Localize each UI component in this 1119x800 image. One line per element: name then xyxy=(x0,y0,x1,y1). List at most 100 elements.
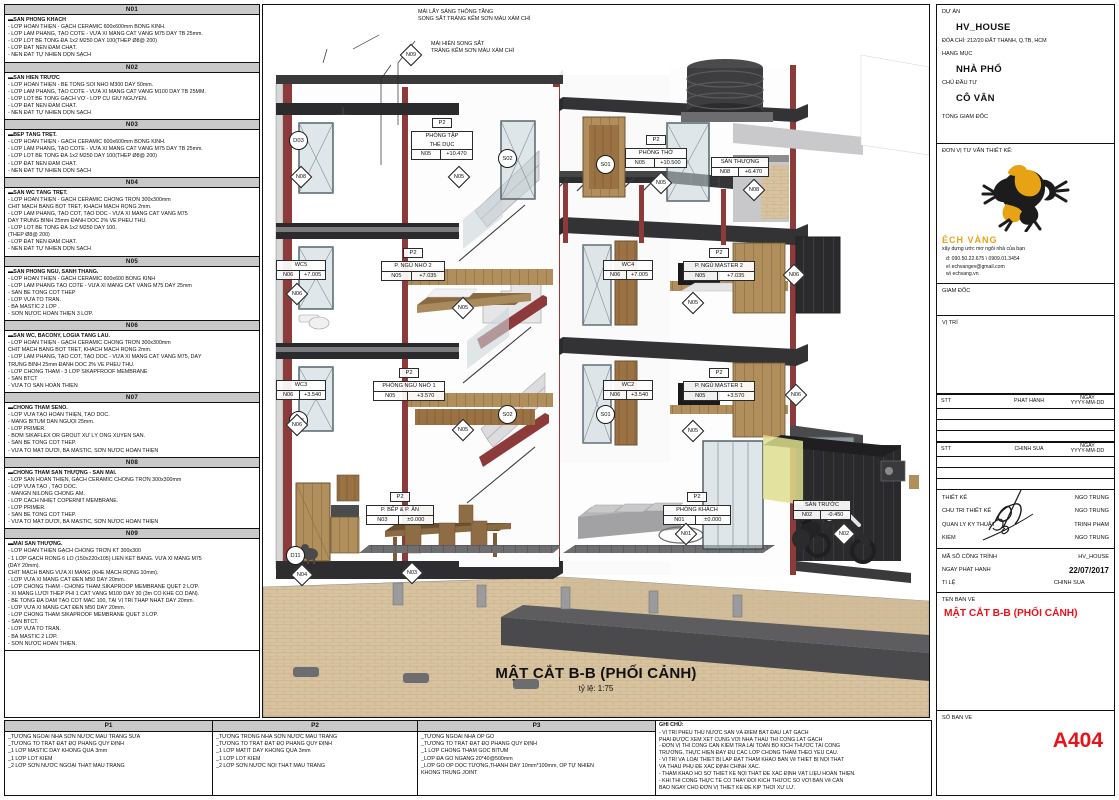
spec-line: ▬CHỐNG THẤM SENO. xyxy=(8,404,68,411)
issue-cell[interactable] xyxy=(997,418,1061,431)
spec-callout-label: N02 xyxy=(838,531,850,537)
issue-cell[interactable] xyxy=(997,429,1061,442)
revision-cell[interactable] xyxy=(937,477,998,490)
sheet-name-label: TEN BAN VE xyxy=(942,596,976,603)
project-address: ĐỎA CHỈ: 212/20 ĐẤT THANH, Q.TB, HCM xyxy=(942,38,1047,44)
owner-label: CHỦ ĐẦU TƯ xyxy=(942,80,978,86)
drawing-scale: tỷ lệ: 1:75 xyxy=(578,684,614,693)
general-note-line: PHẢI ĐƯỢC XEM XÉT CÙNG VỚI NHÀ THẦU THI … xyxy=(659,736,823,743)
revision-row[interactable] xyxy=(937,455,1114,468)
spec-line: - SƠN NƯỚC HOÀN THIỆN. xyxy=(8,640,77,647)
paint-note-body: _TƯỜNG NGOÀI NHÀ SƠN NƯỚC MÀU TRẮNG SỪA_… xyxy=(5,732,212,772)
spec-code-label: N02 xyxy=(5,62,259,73)
spec-line: ▬SÀN WC, BACONY, LOGIA TẦNG LẦU. xyxy=(8,333,110,340)
company-name: ÉCH VÀNG xyxy=(942,235,998,245)
revision-cell[interactable] xyxy=(1060,466,1114,479)
spec-line: TRUNG BÌNH 25mm ĐÁNH DỐC 2% VỀ PHỄU THU. xyxy=(8,361,135,368)
room-name-label: WC2 xyxy=(603,380,653,390)
consultant-section: ĐƠN VỊ TƯ VẤN THIẾT KẾ: xyxy=(937,144,1114,284)
spec-line: - NỀN ĐẤT TỰ NHIÊN DỌN SẠCH xyxy=(8,246,91,253)
revision-row[interactable] xyxy=(937,466,1114,479)
room-spec-code: N05 xyxy=(382,271,412,280)
revision-cell[interactable] xyxy=(1060,455,1114,468)
paint-note-code: P2 xyxy=(213,721,417,732)
consultant-label: ĐƠN VỊ TƯ VẤN THIẾT KẾ: xyxy=(942,148,1013,154)
issue-cell[interactable] xyxy=(937,418,998,431)
general-notes-body: GHI CHÚ:- VI TRÍ PHỄU THU NƯỚC SÀN VÀ ĐI… xyxy=(656,721,931,794)
revision-cell[interactable] xyxy=(997,477,1061,490)
spec-body: ▬SÀN HIÊN TRƯỚC- LỚP HOÀN THIỆN - BÊ TÔN… xyxy=(5,73,259,120)
director-section: GIAM ĐỐC xyxy=(937,284,1114,316)
spec-line: - LỚP PRIMER. xyxy=(8,505,46,512)
revision-cell[interactable] xyxy=(1060,477,1114,490)
meta-value: 22/07/2017 xyxy=(1068,565,1109,575)
spec-line: ▬SÀN PHÒNG NGỦ, SẢNH THANG. xyxy=(8,268,99,275)
paint-code-tag: P2 xyxy=(646,135,666,145)
category-value: NHÀ PHỐ xyxy=(956,64,1002,75)
spec-code-label: N01 xyxy=(5,5,259,15)
revision-cell[interactable] xyxy=(997,466,1061,479)
issue-cell[interactable] xyxy=(1060,418,1114,431)
spec-line: - LỚP HOÀN THIỆN - GẠCH CERAMIC 600x600 … xyxy=(8,275,156,282)
room-spec-code: N05 xyxy=(412,150,441,159)
owner-value: CÔ VÂN xyxy=(956,93,995,104)
room-level-row: N08+6.470 xyxy=(711,166,769,177)
revision-cell[interactable] xyxy=(937,466,998,479)
meta-key: MÃ SỐ CÔNG TRÌNH xyxy=(942,553,997,560)
general-note-line: BÁO NGAY CHO ĐƠN VỊ THIẾT KẾ ĐỂ KỊP THỜI… xyxy=(659,784,795,791)
general-note-line: - VI TRÍ PHỄU THU NƯỚC SÀN VÀ ĐIỂM BẮT Đ… xyxy=(659,729,809,736)
issue-cell[interactable] xyxy=(997,407,1061,420)
spec-line: - SÀN BTCT. xyxy=(8,619,39,626)
issue-col-title: PHAT HANH xyxy=(997,393,1061,409)
category-label: HẠNG MỤC xyxy=(942,51,973,57)
contact-phone: đ: 090.50.22.675 \ 0909.01.3454 xyxy=(946,256,1020,262)
spec-callout-label: N03 xyxy=(406,570,418,576)
spec-line: DÀY TRUNG BÌNH 25mm ĐÁNH DỐC 2% VỀ PHỄU … xyxy=(8,218,147,225)
detail-bubble-s01: S01 xyxy=(596,155,615,174)
section-drawing-area[interactable]: MẬT CẮT B-B (PHỐI CẢNH) tỷ lệ: 1:75 MÁI … xyxy=(262,4,930,718)
issue-row[interactable] xyxy=(937,418,1114,431)
issue-row[interactable] xyxy=(937,429,1114,442)
spec-block-n07: N07▬CHỐNG THẤM SENO.- LỚP VỪA TẠO HOÀN T… xyxy=(5,392,259,458)
issue-row[interactable] xyxy=(937,407,1114,420)
detail-bubble-d03: D03 xyxy=(289,131,308,150)
sheet-number-value: A404 xyxy=(1052,728,1103,752)
room-elevation: +6.470 xyxy=(744,168,763,175)
paint-note-line: _TƯỜNG NGOÀI NHÀ ỐP GỖ xyxy=(421,734,495,740)
issue-cell[interactable] xyxy=(937,407,998,420)
issue-date-format: YYYY-MM-DD xyxy=(1070,400,1105,407)
sheet-name-section: TEN BAN VE MẬT CẮT B-B (PHỐI CẢNH) xyxy=(937,593,1114,711)
contact-email: e\ echvangev@gmail.com xyxy=(946,263,1005,270)
paint-note-p2: P2_TƯỜNG TRONG NHÀ SƠN NƯỚC MÀU TRẮNG_TƯ… xyxy=(213,721,418,795)
issue-cell[interactable] xyxy=(1060,407,1114,420)
paint-code-tag: P2 xyxy=(709,248,729,258)
room-name-label: WC3 xyxy=(276,380,326,390)
issue-cell[interactable] xyxy=(937,429,998,442)
meta-value: CHINH SUA xyxy=(1053,579,1085,586)
company-tagline: xây dựng ước mơ ngôi nhà của bạn xyxy=(942,246,1025,252)
spec-block-n01: N01▬SÀN PHÒNG KHÁCH- LỚP HOÀN THIỆN - GẠ… xyxy=(5,5,259,63)
spec-line: - LỚP LÀM PHẲNG, TẠO COTE - VỪA XI MĂNG … xyxy=(8,31,203,38)
contact-website: w\ echvang.vn xyxy=(946,271,979,278)
room-name-label: WC5 xyxy=(276,260,326,270)
revision-row[interactable] xyxy=(937,477,1114,490)
spec-body: ▬SÀN WC TẦNG TRỆT.- LỚP HOÀN THIỆN - GẠC… xyxy=(5,188,259,256)
room-level-row: N02-0.450 xyxy=(793,509,851,520)
room-level-row: N06+3.540 xyxy=(276,389,326,400)
spec-line: - XI MĂNG LƯỚI THÉP PHI 1 CÁT VÀNG M100 … xyxy=(8,591,200,597)
room-level-row: N06+7.005 xyxy=(276,269,326,280)
spec-line: ▬SÀN HIÊN TRƯỚC xyxy=(8,74,60,81)
revision-cell[interactable] xyxy=(937,455,998,468)
general-notes-title: GHI CHÚ: xyxy=(659,722,684,728)
revision-cell[interactable] xyxy=(997,455,1061,468)
issue-cell[interactable] xyxy=(1060,429,1114,442)
